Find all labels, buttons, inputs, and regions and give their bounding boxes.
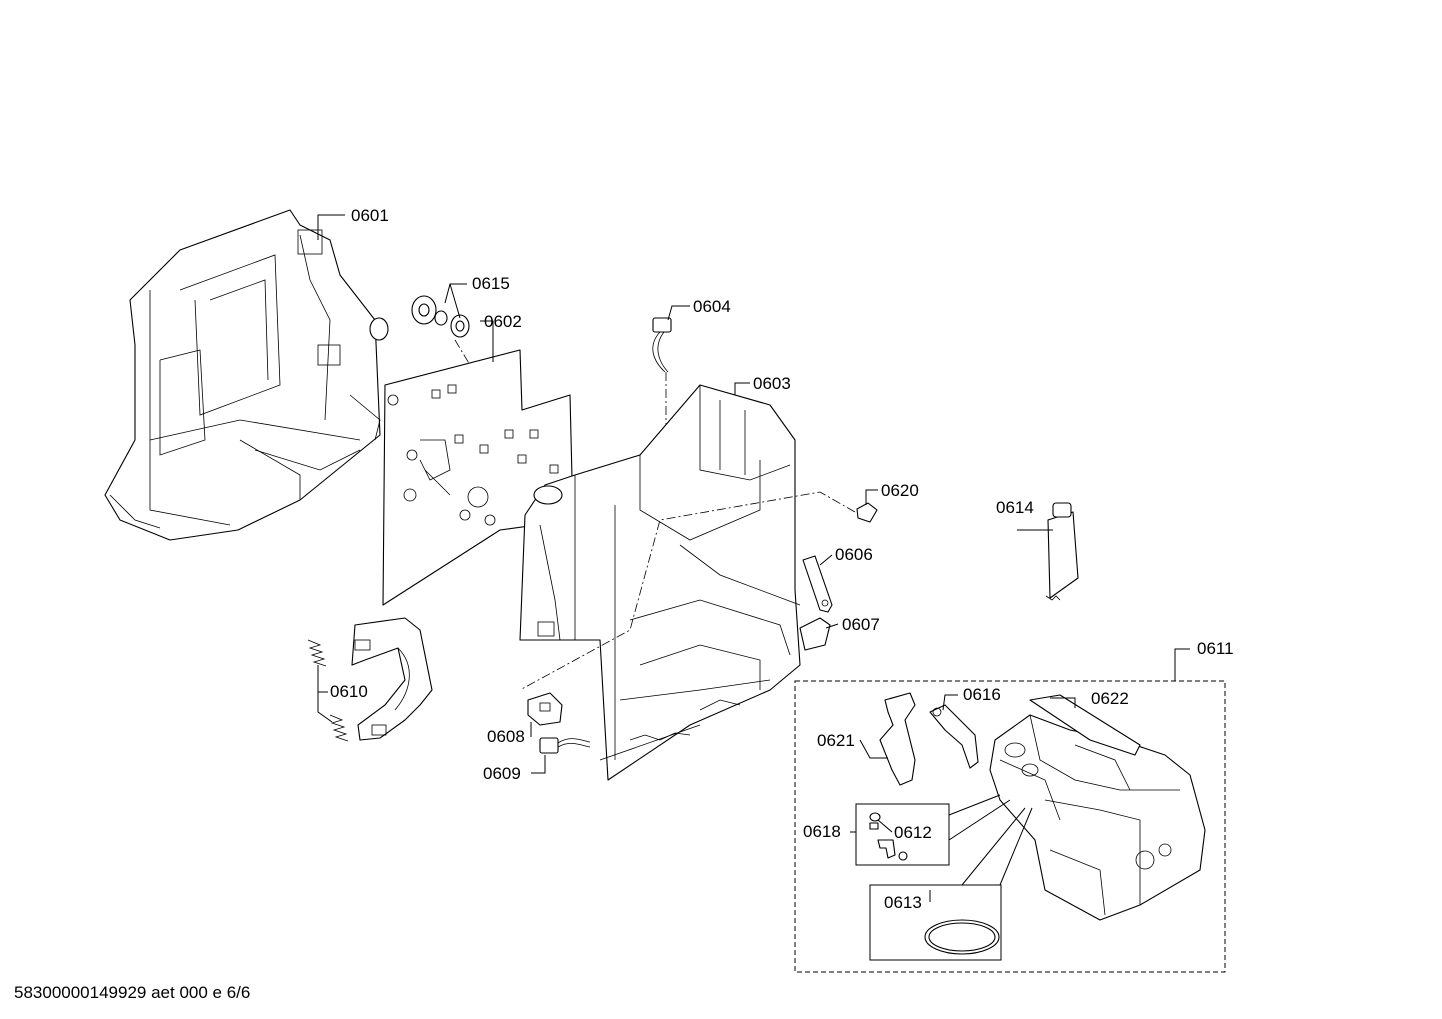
label-0608: 0608 [487,727,525,746]
part-labels: 0601 0602 0603 0604 0606 0607 0608 0609 … [330,206,1234,912]
part-0621-lever [879,692,916,786]
part-0613-oring [924,919,1000,955]
part-0607-rail [799,617,831,651]
part-0620-clip [856,502,878,523]
label-0614: 0614 [996,498,1034,517]
label-0606: 0606 [835,545,873,564]
label-0601: 0601 [351,206,389,225]
label-0615: 0615 [472,274,510,293]
part-0612-elbow [869,812,908,861]
part-0601-frame [104,209,389,541]
drawing-number: 58300000149929 aet 000 e 6/6 [14,983,250,1002]
part-0615-fittings [411,295,470,338]
spring-lower-0610 [329,714,349,742]
part-0603-chassis [519,384,801,781]
part-0604-connector [652,317,672,373]
part-0608-switch [527,692,563,726]
label-0609: 0609 [483,764,521,783]
label-0610: 0610 [330,682,368,701]
part-0622-lid [1029,694,1141,756]
part-0606-lever [802,555,833,613]
part-0616-valve [929,704,979,769]
part-0609-sensor [539,737,591,754]
label-0611: 0611 [1197,639,1234,658]
label-0603: 0603 [753,374,791,393]
label-0604: 0604 [693,297,731,316]
label-0607: 0607 [842,615,880,634]
leader-lines [317,214,1190,902]
part-0611-brew-unit [989,714,1206,921]
part-0602-board [382,349,574,606]
label-0620: 0620 [881,481,919,500]
label-0612: 0612 [894,823,932,842]
label-0622: 0622 [1091,689,1129,708]
part-0613-box [869,884,1002,961]
part-0611-group-box [794,680,1226,973]
spring-upper-0610 [307,639,327,667]
label-0613: 0613 [884,893,922,912]
axis-0620 [519,491,856,691]
label-0618: 0618 [803,822,841,841]
label-0602: 0602 [484,312,522,331]
label-0616: 0616 [963,685,1001,704]
label-0621: 0621 [817,731,855,750]
part-0618-box [855,803,950,866]
part-0614-tube [1045,502,1079,601]
part-0610-bracket [351,617,433,741]
